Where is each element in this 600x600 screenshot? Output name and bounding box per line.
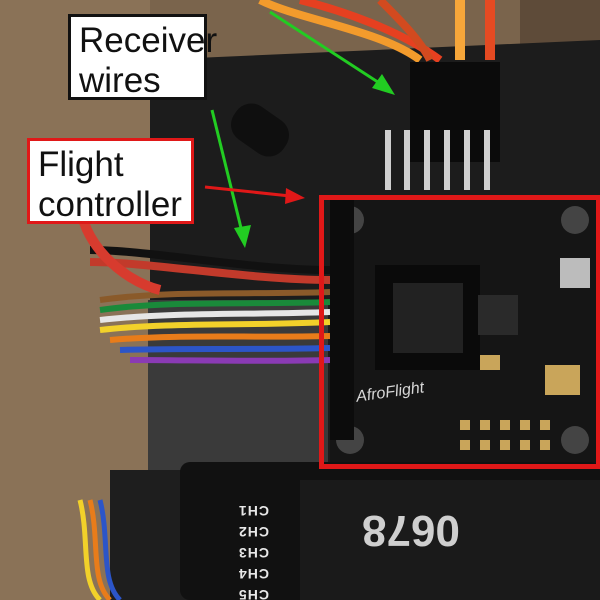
flight-label-line2: controller [38,185,182,224]
channel-label: CH4 [238,566,270,582]
channel-label: CH2 [238,524,270,540]
channel-label: CH3 [238,545,270,561]
flight-label-line1: Flight [38,145,124,184]
receiver-label-line2: wires [79,61,161,100]
channel-label: CH5 [238,587,270,600]
receiver-label-line1: Receiver [79,21,218,60]
flight-controller-arrow [204,185,305,204]
flight-controller-label: Flight controller [27,138,194,224]
channel-label: CH1 [238,503,270,519]
metal-bracket [148,300,328,480]
flight-controller-highlight [319,195,600,469]
receiver-arrow-right [269,10,395,95]
receiver-arrow-down [210,109,251,248]
receiver-wires-label: Receiver wires [68,14,218,100]
receiver-number-text: 0678 [362,506,460,555]
